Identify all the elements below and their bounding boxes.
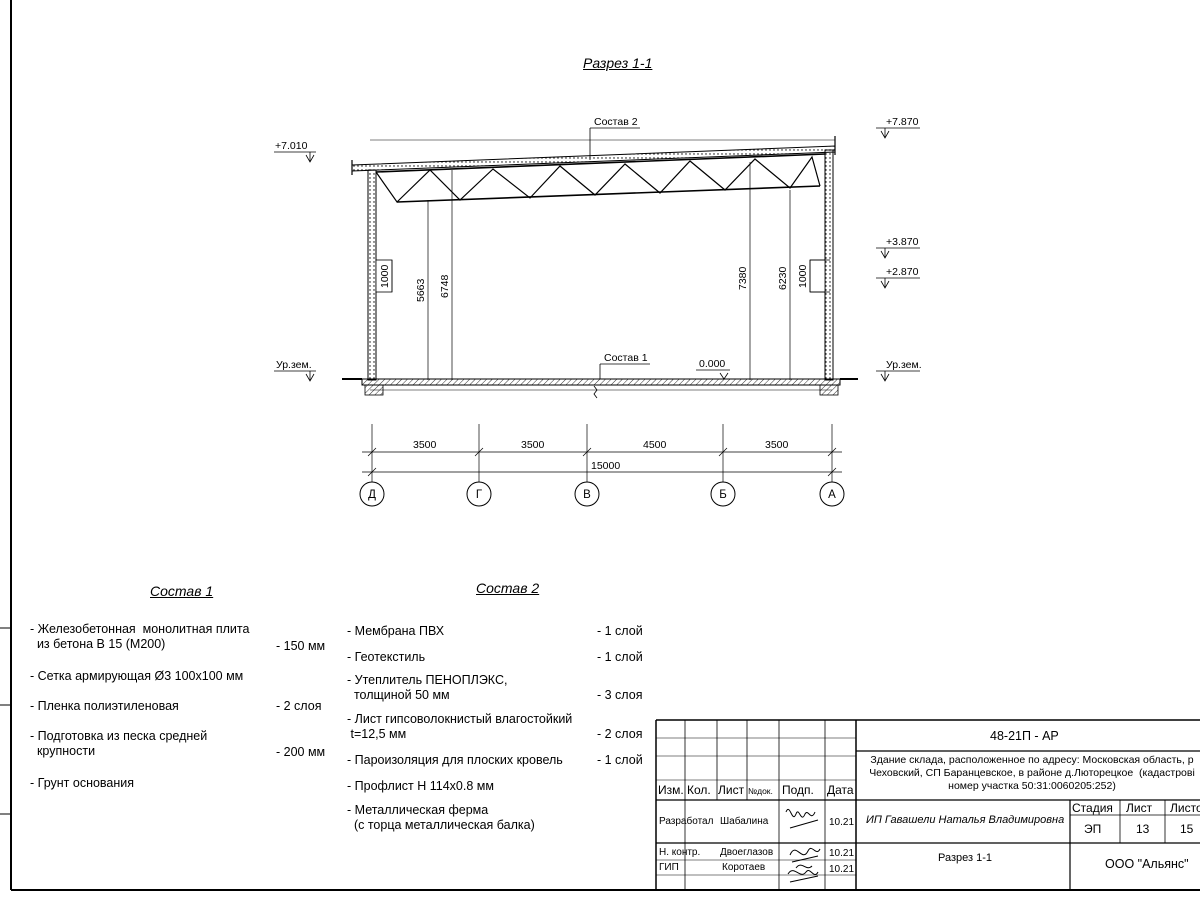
axis-bubble <box>359 481 385 507</box>
composition2-item: - Геотекстиль <box>347 650 426 664</box>
total-span: 15000 <box>591 460 620 472</box>
vertical-dimensions <box>391 162 830 380</box>
walls <box>367 149 834 381</box>
composition2-value: - 2 слоя <box>597 727 643 741</box>
dim-left-opening: 1000 <box>379 264 391 288</box>
axis-label: В <box>583 489 591 501</box>
header-data: Дата <box>827 783 854 797</box>
sheet-header: Лист <box>1126 801 1153 815</box>
composition2-item: - Профлист Н 114х0.8 мм <box>347 779 494 793</box>
composition2-value: - 1 слой <box>597 753 643 767</box>
span-1: 3500 <box>413 439 437 451</box>
header-ndok: №док. <box>748 786 773 796</box>
role-norm-control: Н. контр. <box>659 847 701 858</box>
sheet-name: Разрез 1-1 <box>938 852 993 864</box>
level-right-mid1: +3.870 <box>886 236 919 248</box>
title-block-lines <box>655 719 1200 890</box>
composition2-item: - Лист гипсоволокнистый влагостойкий t=1… <box>347 712 573 741</box>
signature-norm-control <box>789 847 821 869</box>
composition2-item: - Пароизоляция для плоских кровель <box>347 753 563 767</box>
name-developer: Шабалина <box>720 816 769 827</box>
header-list: Лист <box>718 783 745 797</box>
signature-developer <box>785 809 819 829</box>
dim-left-total: 6748 <box>439 274 451 298</box>
floor-slab <box>342 378 858 399</box>
signatures <box>785 809 821 883</box>
dim-right-opening: 1000 <box>797 264 809 288</box>
axis-label: Б <box>719 489 727 501</box>
sheets-value: 15 <box>1180 822 1194 836</box>
name-chief-engineer: Коротаев <box>722 862 766 873</box>
ground-level-right: Ур.зем. <box>886 359 922 371</box>
composition1-item: - Пленка полиэтиленовая <box>30 699 179 713</box>
level-marks <box>274 127 920 382</box>
dim-right-total: 7380 <box>737 266 749 290</box>
document-code: 48-21П - АР <box>990 729 1059 743</box>
role-developer: Разработал <box>659 816 714 827</box>
level-left-top: +7.010 <box>275 140 308 152</box>
sheets-header: Листо <box>1170 801 1200 815</box>
roof-truss <box>375 153 826 203</box>
company-name: ООО "Альянс" <box>1105 857 1189 871</box>
signature-chief-engineer <box>787 870 819 883</box>
composition1-item: - Подготовка из песка средней крупности <box>30 729 208 758</box>
composition2-item: - Мембрана ПВХ <box>347 624 445 638</box>
composition2-item: - Металлическая ферма (с торца металличе… <box>347 803 535 832</box>
dim-left-clear: 5663 <box>415 278 427 302</box>
axis-bubble <box>710 481 736 507</box>
stage-value: ЭП <box>1084 822 1102 836</box>
date-chief-engineer: 10.21 <box>829 864 855 875</box>
role-chief-engineer: ГИП <box>659 862 679 873</box>
section-title: Разрез 1-1 <box>583 55 653 71</box>
roof-composition-label: Состав 2 <box>594 116 638 128</box>
zero-level: 0.000 <box>699 358 725 370</box>
composition1-value: - 150 мм <box>276 639 326 653</box>
span-2: 3500 <box>521 439 545 451</box>
ground-level-left: Ур.зем. <box>276 359 312 371</box>
axis-label: Г <box>476 489 483 501</box>
composition2-value: - 1 слой <box>597 650 643 664</box>
composition1-title: Состав 1 <box>150 583 214 599</box>
stage-header: Стадия <box>1072 801 1113 815</box>
sheet-value: 13 <box>1136 822 1150 836</box>
composition2-title: Состав 2 <box>476 580 540 596</box>
composition1-item: - Грунт основания <box>30 776 135 790</box>
span-4: 3500 <box>765 439 789 451</box>
author-organization: ИП Гавашели Наталья Владимировна <box>866 814 1065 826</box>
composition1-value: - 200 мм <box>276 745 326 759</box>
axis-bubble <box>819 481 845 507</box>
project-description: Здание склада, расположенное по адресу: … <box>869 754 1195 792</box>
horizontal-dimensions <box>362 424 842 482</box>
axis-bubble <box>466 481 492 507</box>
roof <box>351 136 836 175</box>
level-right-top: +7.870 <box>886 116 919 128</box>
span-3: 4500 <box>643 439 667 451</box>
name-norm-control: Двоеглазов <box>720 847 774 858</box>
composition2-item: - Утеплитель ПЕНОПЛЭКС, толщиной 50 мм <box>347 673 508 702</box>
composition1-item: - Сетка армирующая Ø3 100х100 мм <box>30 669 244 683</box>
dim-right-clear: 6230 <box>777 266 789 290</box>
axis-bubble <box>574 481 600 507</box>
level-right-mid2: +2.870 <box>886 266 919 278</box>
date-developer: 10.21 <box>829 817 855 828</box>
header-kol: Кол. <box>687 783 711 797</box>
axis-label: Д <box>368 489 376 501</box>
composition1-value: - 2 слоя <box>276 699 322 713</box>
composition2-value: - 3 слоя <box>597 688 643 702</box>
date-norm-control: 10.21 <box>829 848 855 859</box>
composition2-value: - 1 слой <box>597 624 643 638</box>
header-izm: Изм. <box>658 783 684 797</box>
floor-composition-label: Состав 1 <box>604 352 648 364</box>
composition1-item: - Железобетонная монолитная плита из бет… <box>30 622 250 651</box>
header-podp: Подп. <box>782 783 814 797</box>
axis-label: А <box>828 489 836 501</box>
axis-bubbles <box>359 481 845 507</box>
